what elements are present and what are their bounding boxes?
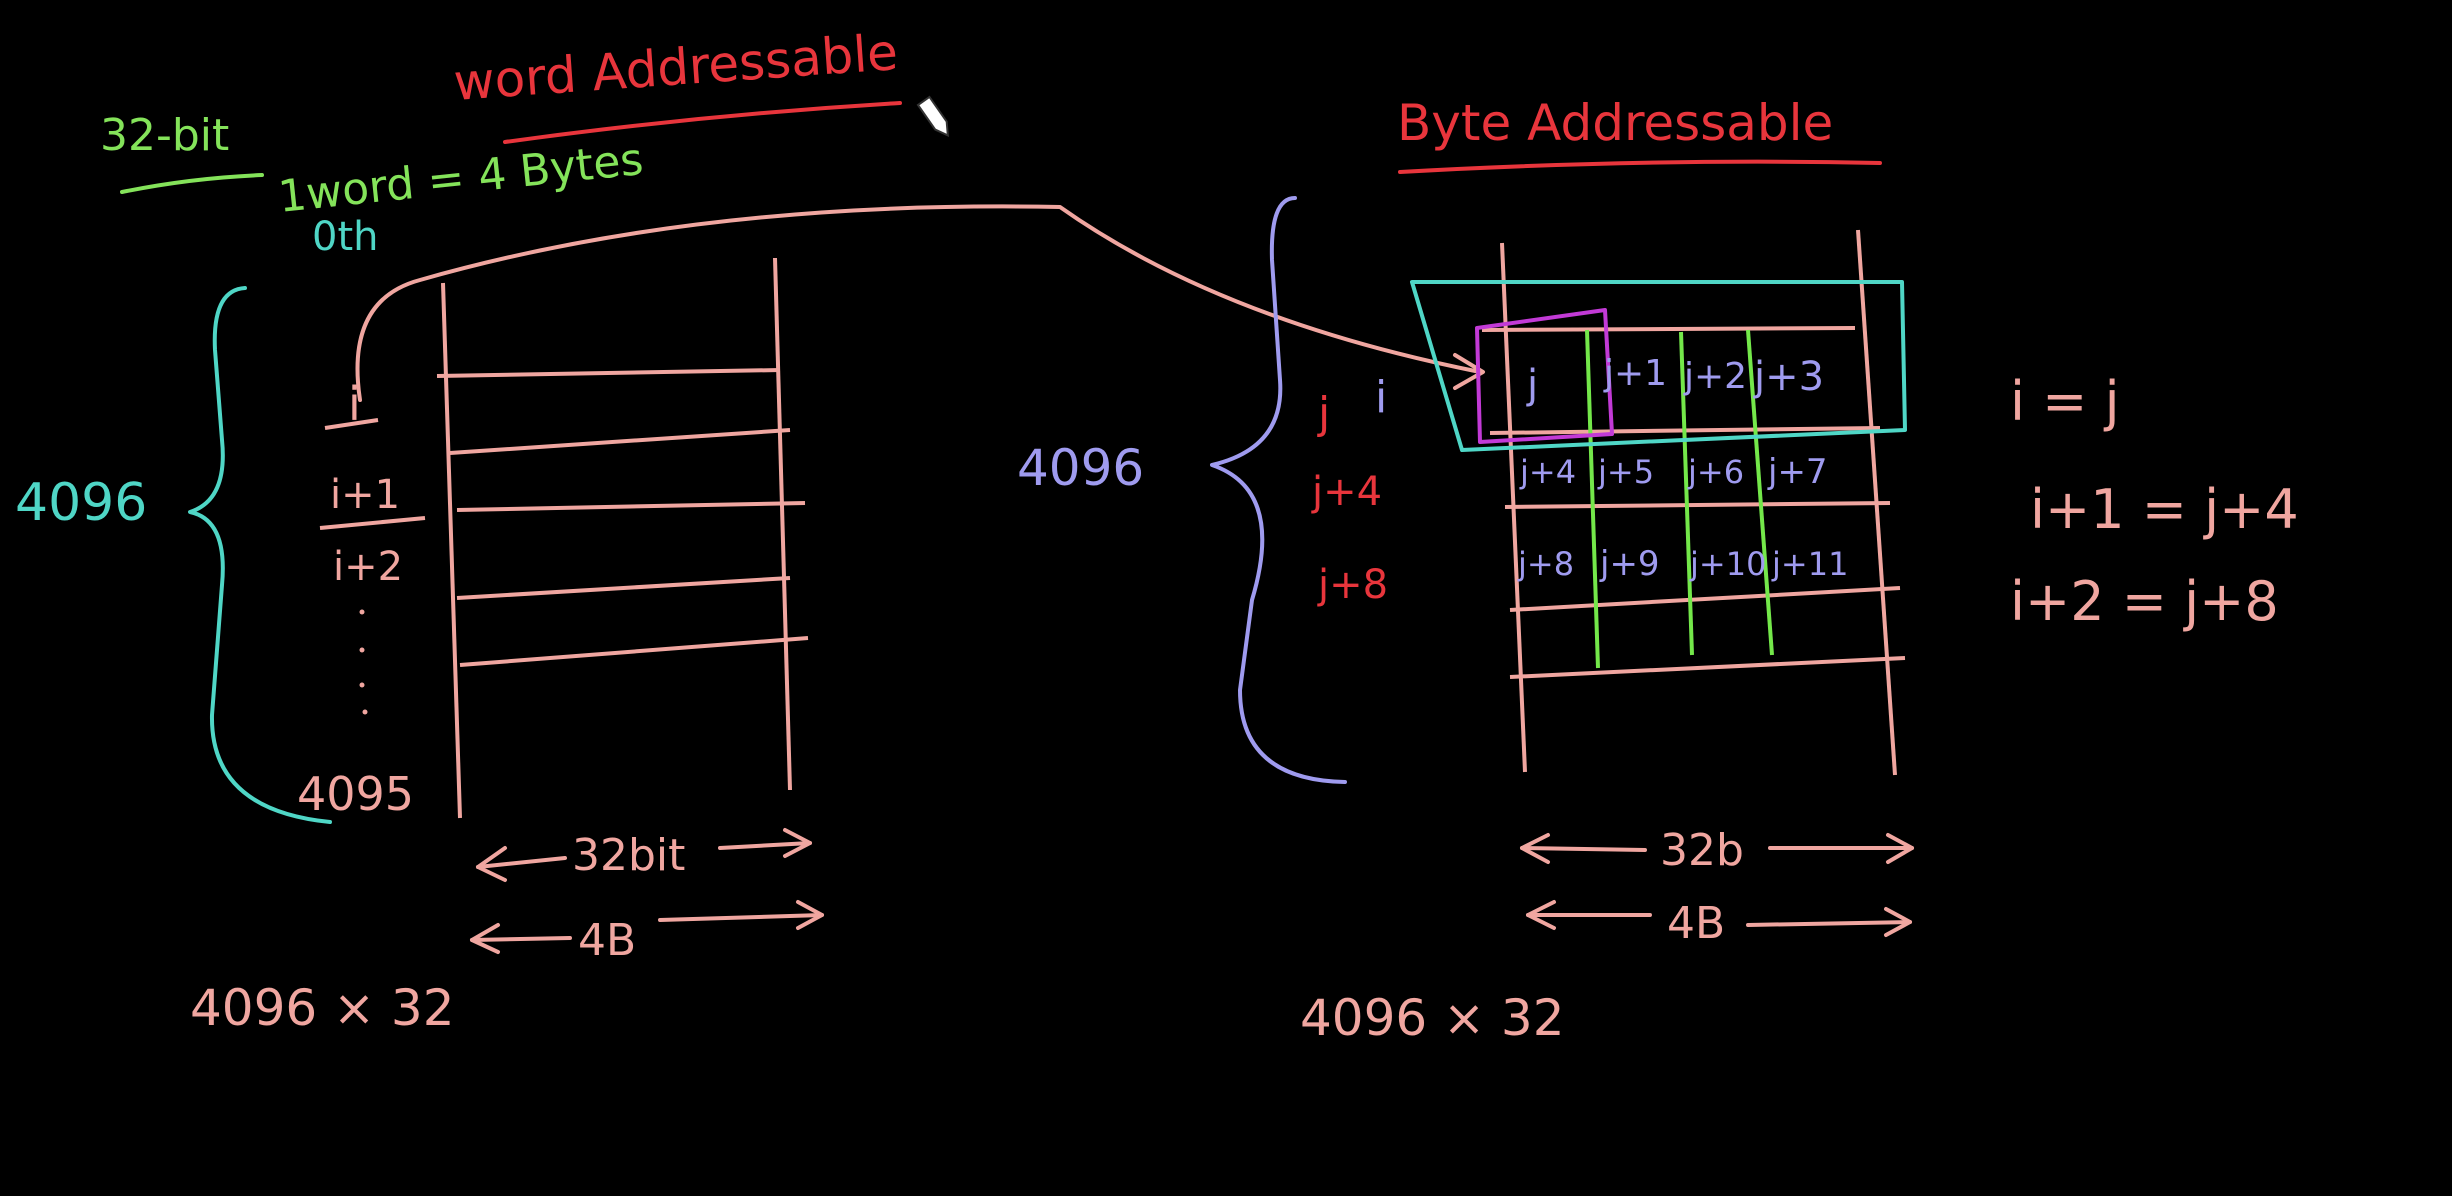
byte-cell: j+7 <box>1767 452 1828 492</box>
dimension-label: 4096 × 32 <box>190 979 455 1037</box>
byte-j-highlight-box <box>1475 308 1614 444</box>
byte-width-bytes-arrow <box>1526 900 1912 937</box>
table-left-edge <box>441 282 462 819</box>
word-addressable-section: 32-bit word Addressable 1word = 4 Bytes … <box>15 23 902 1037</box>
row-label-i-plus-1: i+1 <box>330 472 400 518</box>
table-row-line <box>449 428 791 455</box>
bits-underline <box>120 173 264 194</box>
byte-width-bits-label: 32b <box>1660 825 1744 876</box>
table-right-edge <box>773 257 792 791</box>
table-row-divider <box>324 418 379 430</box>
width-bits-arrow <box>476 828 812 882</box>
byte-width-bytes-label: 4B <box>1667 898 1725 949</box>
byte-memory-size-label: 4096 <box>1017 439 1144 497</box>
bits-label: 32-bit <box>100 110 229 161</box>
byte-column-divider <box>1585 329 1600 669</box>
byte-row-label-j-plus-4: j+4 <box>1311 469 1382 515</box>
equation: i+2 = j+8 <box>2010 570 2279 633</box>
byte-dimension-label: 4096 × 32 <box>1300 989 1565 1047</box>
byte-addressable-heading: Byte Addressable <box>1397 94 1833 152</box>
byte-cell: j+9 <box>1599 544 1660 584</box>
byte-row-label-j-plus-8: j+8 <box>1317 562 1388 608</box>
byte-cell: j+5 <box>1597 453 1654 491</box>
byte-cell: j <box>1526 362 1538 408</box>
width-bytes-label: 4B <box>578 915 636 966</box>
word-row-highlight-box <box>1410 280 1907 452</box>
byte-cell: j+4 <box>1519 453 1576 491</box>
byte-cell: j+8 <box>1517 545 1574 583</box>
byte-memory-size-brace <box>1210 196 1347 784</box>
byte-row-label-i: i <box>1375 372 1387 423</box>
memory-size-label: 4096 <box>15 473 147 533</box>
byte-cell: j+1 <box>1603 353 1667 394</box>
byte-cell-labels: j j+1 j+2 j+3 j+4 j+5 j+6 j+7 j+8 j+9 j+… <box>1517 353 1848 584</box>
equation: i = j <box>2010 370 2120 433</box>
pen-cursor-icon <box>916 95 949 138</box>
byte-cell: j+10 <box>1689 545 1766 583</box>
byte-table-row-line <box>1504 501 1891 509</box>
word-memory-table <box>319 257 809 819</box>
byte-row-label-j: j <box>1317 388 1330 439</box>
heading-underline <box>503 101 902 144</box>
byte-addressable-section: Byte Addressable 4096 j i j+4 j+8 <box>1017 94 2299 1047</box>
table-row-line <box>456 576 791 600</box>
row-label-i-plus-2: i+2 <box>333 544 403 590</box>
byte-table-row-line <box>1481 326 1856 332</box>
width-bytes-arrow <box>470 900 824 954</box>
byte-table-row-line <box>1509 656 1906 679</box>
mapping-arrow <box>355 204 1485 402</box>
byte-cell: j+2 <box>1683 356 1747 397</box>
width-bits-label: 32bit <box>572 830 685 881</box>
byte-cell: j+11 <box>1771 545 1848 583</box>
zeroth-label: 0th <box>312 214 378 260</box>
byte-memory-table <box>1481 229 1906 776</box>
byte-heading-underline <box>1398 159 1882 174</box>
memory-size-brace <box>188 286 332 824</box>
word-definition: 1word = 4 Bytes <box>276 134 646 223</box>
byte-column-divider <box>1746 329 1774 656</box>
word-addressable-heading: word Addressable <box>452 23 900 112</box>
last-address: 4095 <box>297 767 414 821</box>
table-row-divider <box>319 516 426 530</box>
table-row-line <box>436 368 781 378</box>
byte-cell: j+6 <box>1687 453 1744 491</box>
byte-cell: j+3 <box>1753 354 1824 400</box>
byte-column-dividers <box>1585 329 1774 669</box>
continuation-dots <box>359 609 368 715</box>
byte-column-divider <box>1679 331 1694 656</box>
byte-table-row-line <box>1509 586 1901 612</box>
equation: i+1 = j+4 <box>2030 478 2299 541</box>
byte-width-bits-arrow <box>1520 833 1914 864</box>
table-row-line <box>459 636 809 667</box>
table-row-line <box>456 501 806 512</box>
